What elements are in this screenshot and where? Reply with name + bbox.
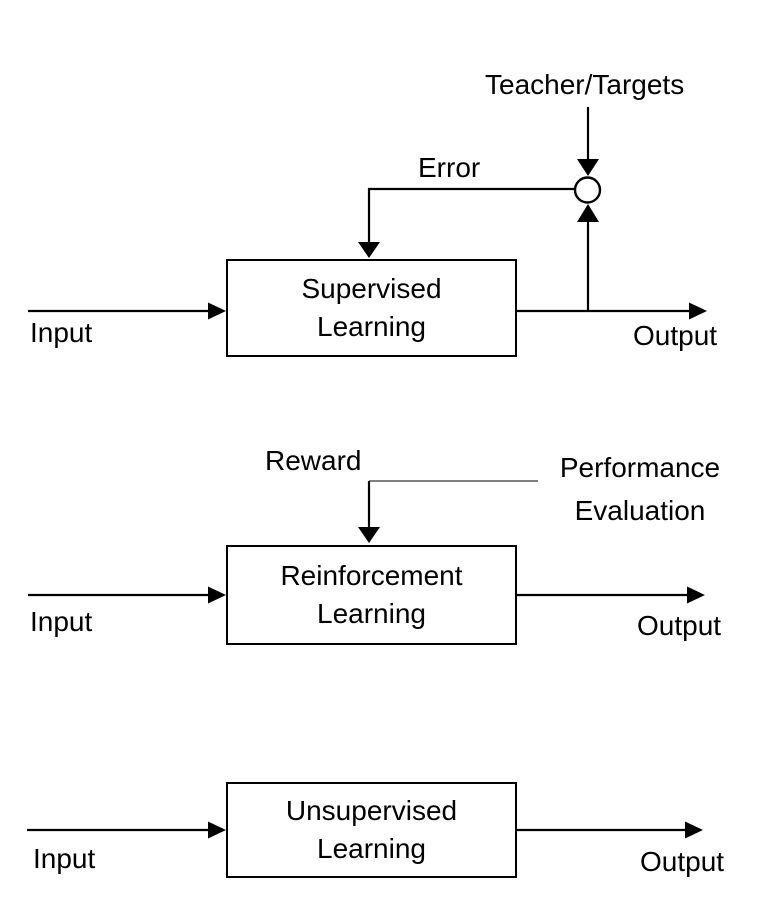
teacher-arrowhead-icon bbox=[577, 159, 599, 176]
supervised-output-label: Output bbox=[633, 320, 718, 351]
reinforcement-input-label: Input bbox=[30, 606, 93, 637]
unsupervised-input-arrowhead-icon bbox=[208, 821, 226, 839]
supervised-learning-box: Supervised Learning bbox=[226, 259, 517, 357]
unsupervised-output-arrowhead-icon bbox=[685, 821, 703, 839]
comparator-arrowhead-icon bbox=[577, 204, 599, 222]
supervised-output-arrowhead-icon bbox=[689, 302, 707, 320]
reinforcement-output-label: Output bbox=[637, 610, 722, 641]
performance-label-line2: Evaluation bbox=[574, 495, 706, 526]
comparator-circle bbox=[573, 176, 602, 204]
unsupervised-box-label-line1: Unsupervised bbox=[285, 795, 458, 826]
teacher-targets-label: Teacher/Targets bbox=[485, 69, 685, 100]
unsupervised-learning-box: Unsupervised Learning bbox=[226, 782, 517, 878]
error-feedback-line bbox=[367, 187, 575, 244]
unsupervised-box-label-line2: Learning bbox=[317, 833, 426, 864]
supervised-input-arrowhead-icon bbox=[208, 302, 226, 320]
supervised-box-label-line2: Learning bbox=[317, 311, 426, 342]
supervised-input-label: Input bbox=[30, 317, 93, 348]
performance-evaluation-label: Performance Evaluation bbox=[545, 446, 735, 532]
reward-label: Reward bbox=[265, 445, 362, 476]
error-arrowhead-icon bbox=[358, 242, 380, 258]
error-label: Error bbox=[418, 152, 481, 183]
reinforcement-learning-box: Reinforcement Learning bbox=[226, 545, 517, 645]
reinforcement-box-label-line1: Reinforcement bbox=[280, 560, 463, 591]
supervised-box-label-line1: Supervised bbox=[301, 273, 442, 304]
reinforcement-output-arrowhead-icon bbox=[687, 586, 705, 604]
reinforcement-box-label-line2: Learning bbox=[317, 598, 426, 629]
unsupervised-output-label: Output bbox=[640, 846, 725, 877]
reinforcement-input-arrowhead-icon bbox=[208, 586, 226, 604]
performance-label-line1: Performance bbox=[559, 452, 721, 483]
reward-arrowhead-icon bbox=[358, 527, 380, 543]
unsupervised-input-label: Input bbox=[33, 843, 96, 874]
